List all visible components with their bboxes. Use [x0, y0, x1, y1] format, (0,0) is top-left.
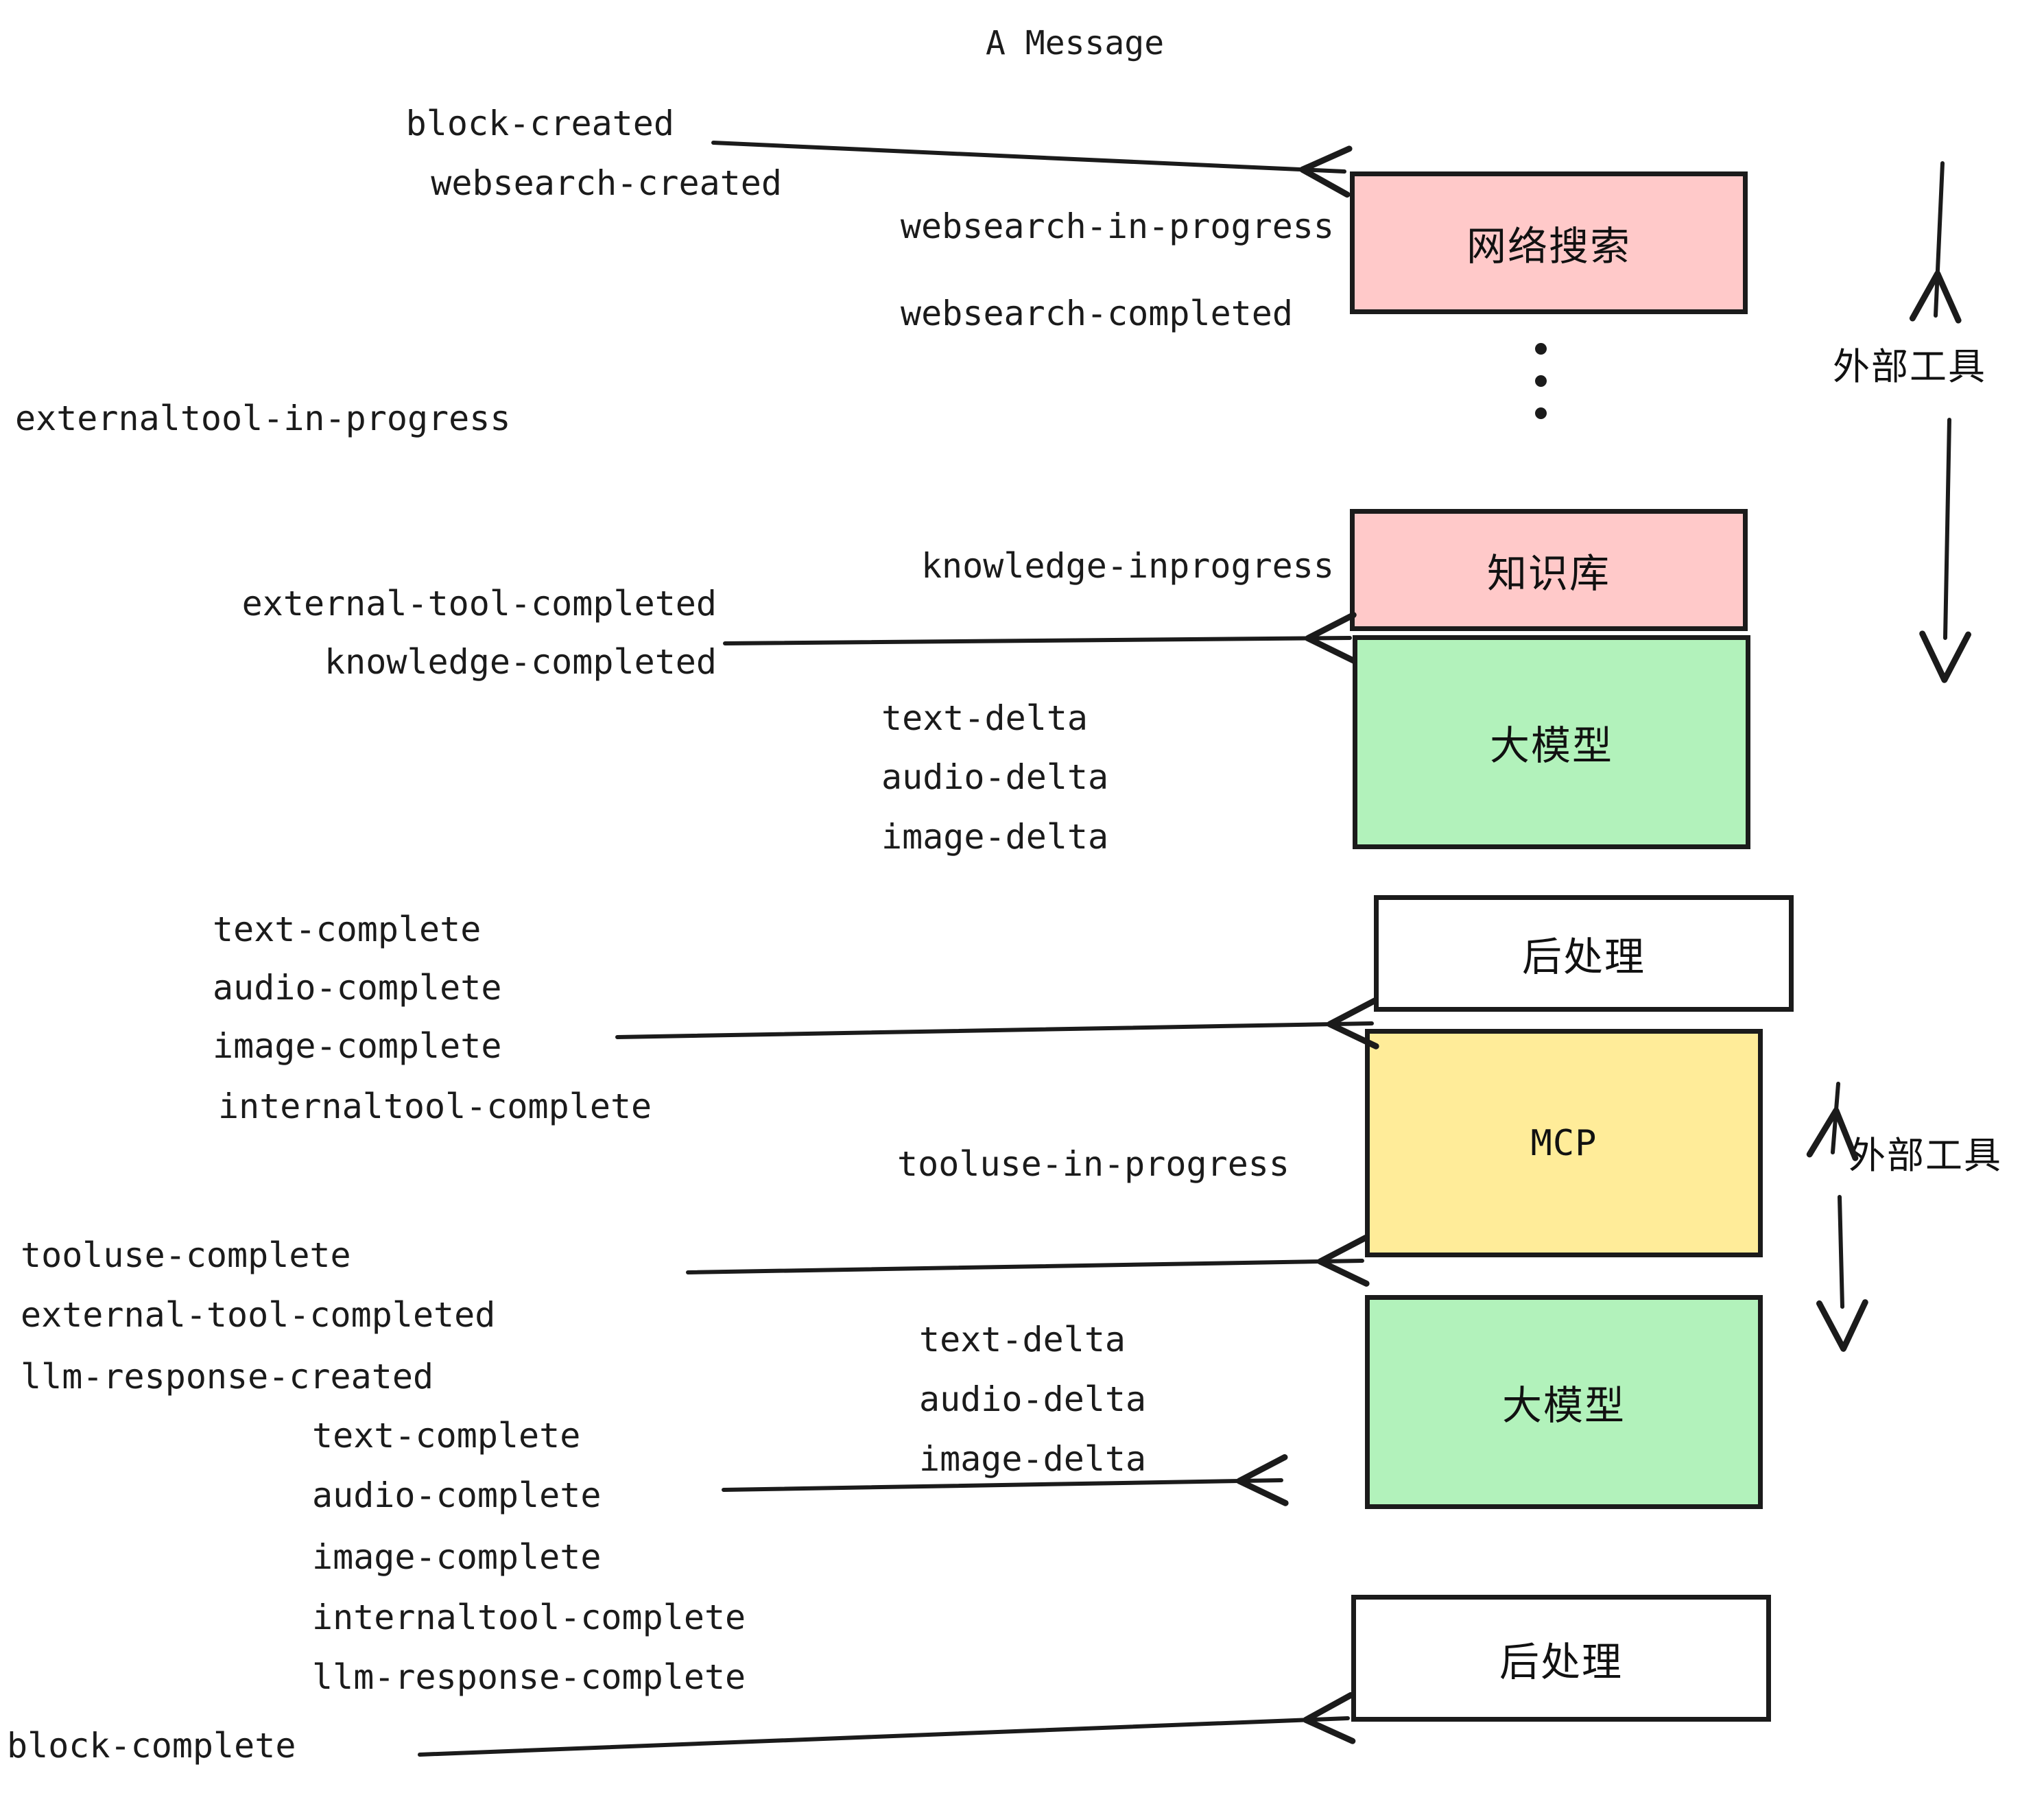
node-websearch[interactable]: 网络搜索: [1350, 171, 1748, 314]
event-externaltool-in-progress: externaltool-in-progress: [15, 399, 511, 438]
arrow-websearch-to-block-created: [711, 141, 1353, 198]
event-text-delta-2: text-delta: [919, 1320, 1126, 1360]
event-knowledge-completed: knowledge-completed: [324, 642, 717, 682]
arrow-external-tools-top-up: [1909, 161, 1962, 324]
event-llm-response-created: llm-response-created: [21, 1357, 434, 1397]
event-image-delta-1: image-delta: [881, 817, 1109, 857]
event-tooluse-in-progress: tooluse-in-progress: [897, 1144, 1290, 1184]
event-image-delta-2: image-delta: [919, 1439, 1147, 1479]
event-tooluse-complete: tooluse-complete: [21, 1235, 351, 1275]
arrow-mcp-to-tooluse-complete: [686, 1235, 1370, 1287]
arrow-postprocess1-to-image-complete: [615, 997, 1379, 1049]
event-internaltool-complete-1: internaltool-complete: [218, 1087, 652, 1126]
event-internaltool-complete-2: internaltool-complete: [312, 1598, 746, 1637]
node-llm-1[interactable]: 大模型: [1353, 635, 1750, 849]
arrow-knowledge-to-knowledge-completed: [723, 612, 1357, 664]
node-postprocess-2-label: 后处理: [1499, 1638, 1623, 1685]
arrow-llm2-to-audio-complete: [722, 1454, 1289, 1506]
arrow-external-tools-bottom-down: [1816, 1195, 1868, 1352]
node-postprocess-1-label: 后处理: [1521, 934, 1645, 980]
event-external-tool-completed-2: external-tool-completed: [21, 1295, 496, 1335]
node-postprocess-2[interactable]: 后处理: [1351, 1595, 1771, 1722]
event-websearch-in-progress: websearch-in-progress: [900, 206, 1334, 246]
side-annotation-external-tools-top: 外部工具: [1833, 345, 1986, 388]
side-annotation-external-tools-bottom: 外部工具: [1849, 1134, 2002, 1177]
node-postprocess-1[interactable]: 后处理: [1374, 895, 1794, 1012]
event-text-complete-1: text-complete: [213, 910, 482, 949]
node-mcp[interactable]: MCP: [1365, 1029, 1763, 1257]
event-audio-complete-1: audio-complete: [213, 968, 502, 1008]
event-knowledge-inprogress: knowledge-inprogress: [920, 546, 1334, 586]
node-websearch-label: 网络搜索: [1466, 223, 1631, 270]
event-image-complete-1: image-complete: [213, 1026, 502, 1066]
event-block-complete: block-complete: [7, 1726, 296, 1766]
event-audio-delta-2: audio-delta: [919, 1379, 1147, 1419]
event-text-complete-2: text-complete: [312, 1416, 581, 1456]
node-llm-1-label: 大模型: [1489, 722, 1613, 769]
event-llm-response-complete: llm-response-complete: [312, 1657, 746, 1697]
node-knowledge-label: 知识库: [1486, 550, 1611, 597]
node-llm-2-label: 大模型: [1501, 1382, 1626, 1429]
event-websearch-created: websearch-created: [431, 163, 782, 203]
event-audio-delta-1: audio-delta: [881, 757, 1109, 797]
event-audio-complete-2: audio-complete: [312, 1475, 602, 1515]
event-image-complete-2: image-complete: [312, 1537, 602, 1577]
diagram-title: A Message: [986, 24, 1165, 62]
event-block-created: block-created: [405, 104, 674, 143]
event-websearch-completed: websearch-completed: [901, 294, 1293, 333]
node-llm-2[interactable]: 大模型: [1365, 1295, 1763, 1509]
arrow-postprocess2-to-block-complete: [418, 1692, 1356, 1757]
node-mcp-label: MCP: [1530, 1122, 1597, 1164]
event-text-delta-1: text-delta: [881, 698, 1089, 738]
arrow-external-tools-top-down: [1919, 418, 1971, 683]
arrow-external-tools-bottom-up: [1806, 1082, 1859, 1161]
event-external-tool-completed-1: external-tool-completed: [241, 584, 717, 624]
node-knowledge[interactable]: 知识库: [1350, 509, 1748, 631]
vertical-ellipsis-icon: [1535, 343, 1547, 419]
